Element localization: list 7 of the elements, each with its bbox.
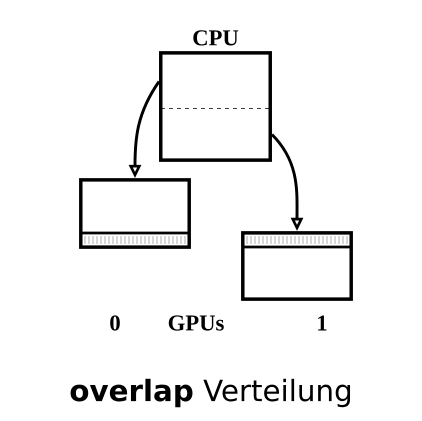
node-label: 0 <box>110 315 120 331</box>
caption: overlap Verteilung <box>70 378 350 408</box>
group-label: GPUs <box>168 315 224 331</box>
node-label: CPU <box>193 30 238 46</box>
processor-box: CPU <box>159 30 272 162</box>
node-label: 1 <box>318 316 326 330</box>
memory-box: 1 <box>241 231 353 330</box>
